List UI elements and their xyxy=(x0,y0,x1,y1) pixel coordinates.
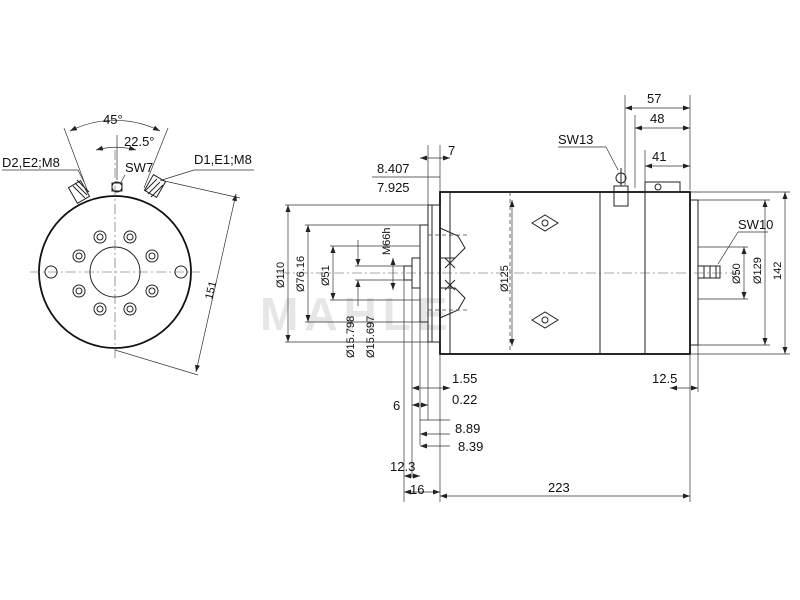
label-angle-22-5: 22.5° xyxy=(124,134,155,149)
label-dim-155: 1.55 xyxy=(452,371,477,386)
label-dim-7925: 7.925 xyxy=(377,180,410,195)
label-d7616: Ø76.16 xyxy=(295,256,307,292)
label-terminal-left: D2,E2;M8 xyxy=(2,155,60,170)
label-dim-16: 16 xyxy=(410,482,424,497)
label-dim-12-5: 12.5 xyxy=(652,371,677,386)
terminal-right xyxy=(143,174,167,198)
label-d15798: Ø15.798 xyxy=(345,316,357,358)
label-angle-45: 45° xyxy=(103,112,123,127)
label-thread: M66h xyxy=(381,227,393,255)
label-dim-889: 8.89 xyxy=(455,421,480,436)
side-view: 57 48 41 SW13 7 8.407 7.925 Ø110 Ø76.16 … xyxy=(275,91,790,502)
label-sw7: SW7 xyxy=(125,160,153,175)
label-dim-41: 41 xyxy=(652,149,666,164)
front-view: 45° 22.5° D2,E2;M8 D1,E1;M8 SW7 151 xyxy=(2,112,254,376)
label-d50: Ø50 xyxy=(731,263,743,284)
label-dim-7: 7 xyxy=(448,143,455,158)
label-sw13: SW13 xyxy=(558,132,593,147)
label-dim-57: 57 xyxy=(647,91,661,106)
label-d110: Ø110 xyxy=(275,262,287,288)
label-dim-123: 12.3 xyxy=(390,459,415,474)
label-dim-223: 223 xyxy=(548,480,570,495)
label-dim-8407: 8.407 xyxy=(377,161,410,176)
label-dim-48: 48 xyxy=(650,111,664,126)
label-diameter-151: 151 xyxy=(203,280,219,301)
label-d142: 142 xyxy=(772,262,784,280)
label-d15697: Ø15.697 xyxy=(365,316,377,358)
label-sw10: SW10 xyxy=(738,217,773,232)
label-dim-022: 0.22 xyxy=(452,392,477,407)
label-d51: Ø51 xyxy=(320,265,332,286)
bolt-holes xyxy=(44,230,188,316)
terminal-left xyxy=(67,179,91,204)
label-d129: Ø129 xyxy=(752,257,764,284)
label-terminal-right: D1,E1;M8 xyxy=(194,152,252,167)
label-dim-839: 8.39 xyxy=(458,439,483,454)
label-d125: Ø125 xyxy=(499,265,511,292)
watermark-text: MAHLE xyxy=(260,288,454,340)
label-dim-6: 6 xyxy=(393,398,400,413)
